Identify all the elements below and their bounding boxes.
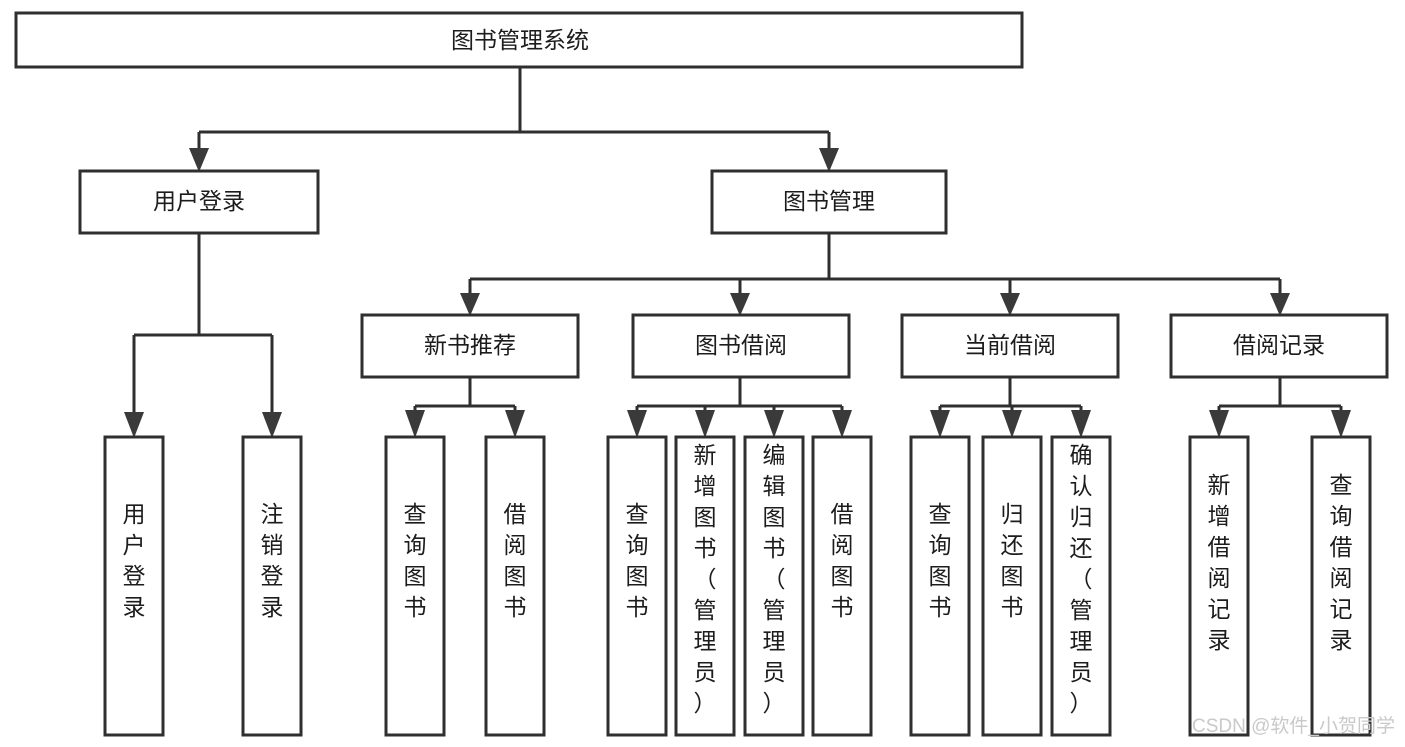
arrow-head-leaf-query-record: [1331, 410, 1351, 438]
arrow-head-leaf-query-book-1: [405, 410, 425, 438]
leaf-node-edit-book[interactable]: 编辑图书（管理员）: [743, 435, 805, 737]
leaf-node-query-book-3[interactable]: 查询图书: [909, 435, 971, 737]
leaf-node-query-book-1[interactable]: 查询图书: [384, 435, 446, 737]
node-book-manage-box[interactable]: [710, 169, 948, 235]
node-borrow-record-box[interactable]: [1169, 313, 1389, 379]
leaf-node-return-book-label: 归还图书: [1001, 501, 1024, 620]
leaf-node-add-book-box[interactable]: [674, 435, 736, 737]
leaf-node-user-login[interactable]: 用户登录: [103, 435, 165, 737]
node-user-login[interactable]: 用户登录: [78, 169, 320, 235]
leaf-node-user-login-box[interactable]: [103, 435, 165, 737]
leaf-node-add-record-label: 新增借阅记录: [1208, 472, 1231, 653]
arrow-head-leaf-add-record: [1209, 410, 1229, 438]
leaf-node-return-book-box[interactable]: [981, 435, 1043, 737]
leaf-node-query-book-3-box[interactable]: [909, 435, 971, 737]
leaf-node-user-login-label: 用户登录: [123, 501, 146, 620]
node-current-borrow-box[interactable]: [900, 313, 1120, 379]
arrow-head-leaf-add-book: [695, 410, 715, 438]
arrow-head-leaf-user-logout: [262, 412, 282, 438]
node-current-borrow-label: 当前借阅: [964, 332, 1056, 358]
leaf-node-add-book-label: 新增图书（管理员）: [694, 442, 717, 716]
leaf-node-borrow-book-2-box[interactable]: [811, 435, 873, 737]
leaf-node-user-logout-label: 注销登录: [261, 501, 284, 620]
node-book-borrow[interactable]: 图书借阅: [631, 313, 851, 379]
leaf-node-user-logout-box[interactable]: [241, 435, 303, 737]
node-root[interactable]: 图书管理系统: [14, 11, 1024, 69]
node-book-borrow-box[interactable]: [631, 313, 851, 379]
leaf-node-return-book[interactable]: 归还图书: [981, 435, 1043, 737]
arrow-head-leaf-query-book-3: [930, 410, 950, 438]
leaf-node-query-record-box[interactable]: [1310, 435, 1372, 737]
node-new-book-recommend-box[interactable]: [360, 313, 580, 379]
node-new-book-recommend-label: 新书推荐: [424, 332, 516, 358]
node-new-book-recommend[interactable]: 新书推荐: [360, 313, 580, 379]
leaf-node-confirm-return-box[interactable]: [1050, 435, 1112, 737]
leaf-node-query-record[interactable]: 查询借阅记录: [1310, 435, 1372, 737]
leaf-node-borrow-book-1[interactable]: 借阅图书: [484, 435, 546, 737]
csdn-watermark: CSDN @软件_小贺同学: [1192, 715, 1395, 737]
leaf-node-add-record-box[interactable]: [1188, 435, 1250, 737]
leaf-node-query-book-2-box[interactable]: [606, 435, 668, 737]
leaf-node-borrow-book-2-label: 借阅图书: [831, 501, 854, 620]
node-root-box[interactable]: [14, 11, 1024, 69]
leaf-node-edit-book-label: 编辑图书（管理员）: [763, 442, 786, 716]
leaf-node-query-record-label: 查询借阅记录: [1330, 472, 1353, 653]
arrow-head-leaf-user-login: [124, 412, 144, 438]
arrow-head-new-book-recommend: [460, 293, 480, 316]
arrow-head-user-login: [189, 148, 209, 172]
leaf-node-add-book[interactable]: 新增图书（管理员）: [674, 435, 736, 737]
leaf-node-borrow-book-1-box[interactable]: [484, 435, 546, 737]
arrow-head-leaf-query-book-2: [627, 410, 647, 438]
connector-layer: [124, 67, 1351, 438]
leaf-node-user-logout[interactable]: 注销登录: [241, 435, 303, 737]
leaf-node-query-book-1-label: 查询图书: [404, 501, 427, 620]
arrow-head-leaf-confirm-return: [1071, 410, 1091, 438]
arrow-head-leaf-edit-book: [764, 410, 784, 438]
leaf-node-query-book-2-label: 查询图书: [626, 501, 649, 620]
leaf-node-query-book-2[interactable]: 查询图书: [606, 435, 668, 737]
arrow-head-leaf-return-book: [1002, 410, 1022, 438]
arrow-head-leaf-borrow-book-1: [505, 410, 525, 438]
node-book-manage[interactable]: 图书管理: [710, 169, 948, 235]
leaf-node-add-record[interactable]: 新增借阅记录: [1188, 435, 1250, 737]
arrow-head-current-borrow: [1000, 293, 1020, 316]
node-borrow-record-label: 借阅记录: [1233, 332, 1325, 358]
leaf-node-confirm-return[interactable]: 确认归还（管理员）: [1050, 435, 1112, 737]
arrow-head-book-manage: [819, 148, 839, 172]
node-book-manage-label: 图书管理: [783, 188, 875, 214]
leaf-node-borrow-book-1-label: 借阅图书: [504, 501, 527, 620]
node-user-login-box[interactable]: [78, 169, 320, 235]
leaf-node-query-book-1-box[interactable]: [384, 435, 446, 737]
arrow-head-book-borrow: [730, 293, 750, 316]
leaf-node-confirm-return-label: 确认归还（管理员）: [1070, 442, 1093, 716]
leaf-node-query-book-3-label: 查询图书: [929, 501, 952, 620]
node-book-borrow-label: 图书借阅: [695, 332, 787, 358]
node-current-borrow[interactable]: 当前借阅: [900, 313, 1120, 379]
arrow-head-borrow-record: [1270, 293, 1290, 316]
node-borrow-record[interactable]: 借阅记录: [1169, 313, 1389, 379]
node-user-login-label: 用户登录: [153, 188, 245, 214]
node-root-label: 图书管理系统: [451, 27, 589, 53]
arrow-head-leaf-borrow-book-2: [832, 410, 852, 438]
leaf-node-borrow-book-2[interactable]: 借阅图书: [811, 435, 873, 737]
leaf-node-edit-book-box[interactable]: [743, 435, 805, 737]
